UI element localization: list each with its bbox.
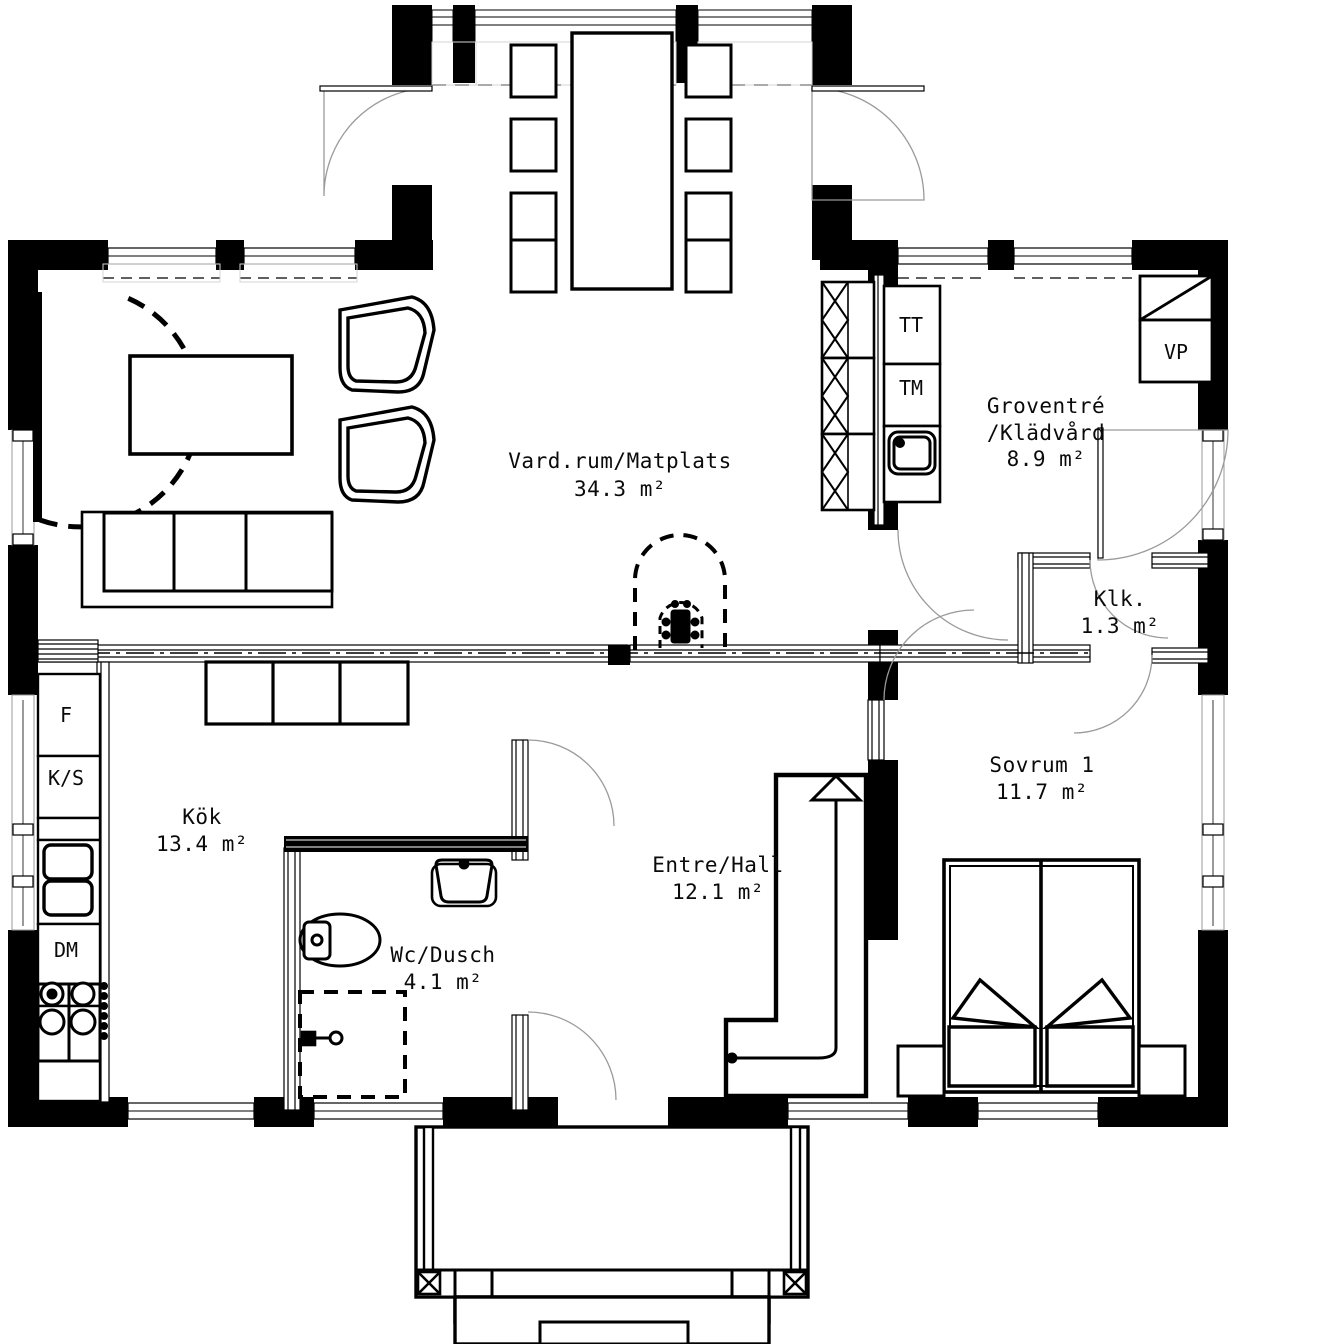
wc-shower bbox=[298, 990, 407, 1099]
wall-hatch-kitchen bbox=[37, 639, 99, 663]
wall-klk-north-right bbox=[1151, 552, 1209, 569]
window-bedroom-south bbox=[977, 1102, 1099, 1120]
door-swing-bedroom bbox=[883, 609, 975, 701]
exterior-walls bbox=[8, 5, 1228, 1127]
window-wc-south bbox=[313, 1102, 444, 1120]
nightstand-right bbox=[1137, 1044, 1187, 1098]
label-vardrum-area: 34.3 m² bbox=[574, 477, 666, 501]
interior-walls bbox=[37, 274, 1209, 1111]
dining-chairs-right bbox=[684, 43, 733, 294]
bedroom-furniture bbox=[896, 858, 1187, 1098]
window-living-north bbox=[102, 247, 358, 283]
utility-room bbox=[820, 274, 1214, 512]
room-labels: Vard.rum/Matplats 34.3 m² Groventré /Klä… bbox=[156, 394, 1159, 994]
nightstand-left bbox=[896, 1044, 946, 1098]
wall-wc-east-lower bbox=[511, 1014, 529, 1111]
dining-chairs-left bbox=[509, 43, 558, 294]
living-furniture bbox=[80, 295, 436, 609]
label-washing-machine: TM bbox=[899, 376, 923, 400]
wall-bedroom-west bbox=[867, 699, 885, 761]
window-east-upper bbox=[1201, 429, 1225, 541]
appliance-labels: F K/S DM TT TM VP bbox=[48, 313, 1188, 962]
label-freezer: K/S bbox=[48, 766, 84, 790]
label-kok-name: Kök bbox=[182, 805, 221, 829]
label-klk-name: Klk. bbox=[1094, 587, 1147, 611]
wall-klk-west bbox=[1017, 552, 1034, 664]
porch-post-left bbox=[416, 1270, 442, 1296]
label-groventre-name: Groventré bbox=[987, 394, 1105, 418]
sofa bbox=[80, 510, 334, 609]
window-hall-south bbox=[787, 1102, 909, 1120]
door-swing-utility-living bbox=[897, 529, 1009, 641]
kitchen-sink bbox=[42, 843, 94, 917]
label-sovrum1-name: Sovrum 1 bbox=[989, 753, 1094, 777]
entry-porch bbox=[414, 1125, 810, 1344]
wall-wc-north bbox=[284, 836, 528, 852]
bed-pillow-right bbox=[1041, 977, 1135, 1088]
wall-klk-south-right bbox=[1151, 647, 1209, 664]
wc-room bbox=[298, 858, 498, 1099]
label-wcdusch-area: 4.1 m² bbox=[404, 970, 483, 994]
dining-set bbox=[509, 31, 733, 294]
window-living-west bbox=[11, 429, 35, 546]
wall-living-kitchen bbox=[37, 644, 629, 663]
door-leaf-corner bbox=[33, 292, 42, 522]
base-cabinet bbox=[36, 1059, 102, 1103]
label-kok-area: 13.4 m² bbox=[156, 832, 248, 856]
door-swing-klk-lower bbox=[1073, 654, 1153, 734]
label-heat-pump: VP bbox=[1164, 340, 1188, 364]
appliance-freezer bbox=[36, 754, 102, 820]
porch-post-right bbox=[782, 1270, 808, 1296]
kitchen-stove bbox=[36, 981, 102, 1063]
coffee-table bbox=[128, 354, 294, 456]
kitchen-cabinets bbox=[204, 660, 410, 726]
label-tumble-dryer: TT bbox=[899, 313, 923, 337]
door-swing-klk-upper bbox=[1089, 559, 1169, 639]
label-dishwasher: DM bbox=[54, 938, 78, 962]
wc-toilet bbox=[298, 912, 382, 968]
label-fridge: F bbox=[60, 703, 72, 727]
door-swing-wc bbox=[527, 1011, 617, 1101]
window-utility-north bbox=[897, 247, 1133, 279]
label-sovrum1-area: 11.7 m² bbox=[996, 780, 1088, 804]
wall-wc-west bbox=[283, 847, 301, 1111]
door-swing-utility-east bbox=[1097, 429, 1229, 561]
bed-pillow-left bbox=[947, 977, 1041, 1088]
armchair-1 bbox=[338, 295, 436, 394]
armchair-2 bbox=[338, 405, 436, 504]
dining-table bbox=[570, 31, 674, 291]
label-vardrum-name: Vard.rum/Matplats bbox=[508, 449, 731, 473]
appliance-heat-pump bbox=[1138, 274, 1214, 384]
label-groventre-name2: /Klädvård bbox=[987, 420, 1105, 445]
door-leaves bbox=[319, 85, 1104, 559]
window-kitchen-west bbox=[11, 694, 35, 931]
appliance-tumble-dryer bbox=[882, 284, 942, 366]
label-klk-area: 1.3 m² bbox=[1081, 614, 1160, 638]
window-kitchen-south bbox=[127, 1102, 255, 1120]
stove-handle bbox=[100, 982, 108, 1040]
fireplace bbox=[633, 533, 727, 650]
window-bedroom-east bbox=[1201, 694, 1225, 931]
wall-utility-west bbox=[873, 274, 885, 526]
kitchen bbox=[36, 639, 410, 1103]
label-entrehall-area: 12.1 m² bbox=[672, 880, 764, 904]
laundry-wardrobe bbox=[820, 280, 876, 512]
laundry-sink bbox=[887, 430, 937, 476]
counter-gap bbox=[36, 816, 102, 842]
label-entrehall-name: Entre/Hall bbox=[652, 853, 783, 877]
windows bbox=[11, 9, 1225, 1120]
door-swing-hall-north bbox=[527, 739, 615, 827]
label-groventre-area: 8.9 m² bbox=[1007, 447, 1086, 471]
wc-washbasin bbox=[430, 858, 498, 908]
label-wcdusch-name: Wc/Dusch bbox=[390, 943, 495, 967]
entry-steps bbox=[453, 1295, 771, 1344]
hall-closet bbox=[723, 772, 869, 1099]
